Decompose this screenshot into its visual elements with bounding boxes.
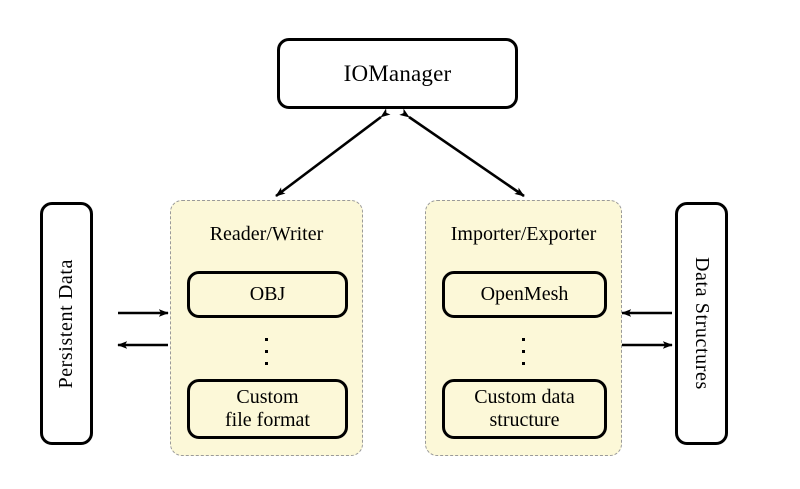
persistent-data-label: Persistent Data xyxy=(55,258,77,389)
item-custom-file-format[interactable]: Custom file format xyxy=(187,379,348,439)
item-obj[interactable]: OBJ xyxy=(187,271,348,318)
item-custom-file-format-line1: Custom xyxy=(236,385,299,408)
item-openmesh[interactable]: OpenMesh xyxy=(442,271,607,318)
panel-reader-writer-title: Reader/Writer xyxy=(209,223,324,245)
panel-importer-exporter-ellipsis xyxy=(521,338,525,365)
data-structures-label: Data Structures xyxy=(691,257,713,390)
iomanager-label: IOManager xyxy=(343,60,452,86)
item-custom-data-structure-line1: Custom data xyxy=(474,385,575,408)
persistent-data-node[interactable]: Persistent Data xyxy=(40,202,93,445)
item-openmesh-label: OpenMesh xyxy=(480,282,569,305)
connector-iomanager-reader-writer xyxy=(275,108,391,198)
panel-importer-exporter[interactable]: Importer/Exporter OpenMesh Custom data s… xyxy=(425,200,622,456)
item-custom-file-format-line2: file format xyxy=(225,409,310,431)
item-custom-data-structure[interactable]: Custom data structure xyxy=(442,379,607,439)
panel-importer-exporter-title: Importer/Exporter xyxy=(450,223,597,245)
connector-iomanager-importer-exporter xyxy=(399,108,525,198)
panel-reader-writer[interactable]: Reader/Writer OBJ Custom file format xyxy=(170,200,363,456)
panel-reader-writer-ellipsis xyxy=(264,338,268,365)
item-obj-label: OBJ xyxy=(249,282,286,305)
item-custom-data-structure-line2: structure xyxy=(489,409,560,431)
iomanager-node[interactable]: IOManager xyxy=(277,38,518,109)
data-structures-node[interactable]: Data Structures xyxy=(675,202,728,445)
